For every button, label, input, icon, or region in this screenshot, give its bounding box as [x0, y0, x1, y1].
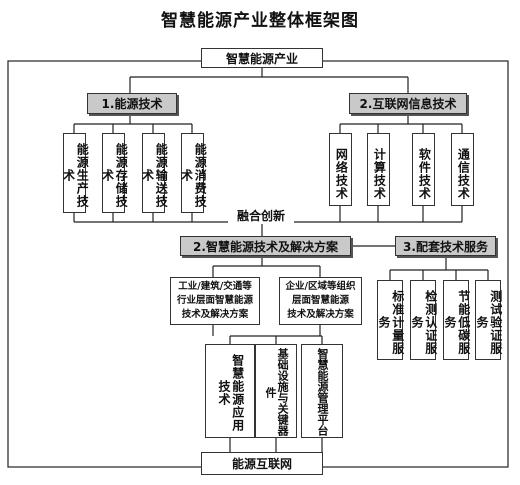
section-energy-tech-label: 1.能源技术	[101, 97, 163, 111]
service-item: 标准计量服务	[377, 280, 405, 360]
smart-energy-item: 智慧能源管理平台	[301, 344, 343, 438]
energy-tech-item: 能源输送技术	[140, 133, 169, 213]
top-node-label: 智慧能源产业	[225, 51, 298, 66]
internet-tech-item: 软件技术	[412, 133, 435, 206]
internet-tech-item: 计算技术	[367, 133, 390, 206]
bottom-node-label: 能源互联网	[231, 457, 292, 471]
organization-solution-box: 企业/区域等组织 层面智慧能源 技术及解决方案	[279, 277, 362, 325]
industry-solution-box: 工业/建筑/交通等 行业层面智慧能源 技术及解决方案	[170, 277, 260, 325]
industry-solution-line: 工业/建筑/交通等	[178, 281, 252, 293]
energy-tech-item-label: 能源存储技术	[100, 142, 129, 208]
service-item: 检测认证服务	[410, 280, 438, 360]
top-node: 智慧能源产业	[201, 48, 323, 68]
service-item-label: 检测认证服务	[410, 289, 438, 355]
smart-energy-item: 基础设施与关键器件	[255, 344, 297, 438]
energy-tech-item-label: 能源生产技术	[61, 142, 90, 208]
energy-tech-item-label: 能源输送技术	[140, 142, 169, 208]
energy-tech-item: 能源存储技术	[100, 133, 129, 213]
energy-tech-item: 能源消费技术	[179, 133, 208, 213]
smart-energy-item-label: 智慧能源管理平台	[314, 345, 330, 436]
energy-tech-item: 能源生产技术	[61, 133, 90, 213]
smart-energy-item-text: 基础设施与关键器件	[264, 348, 290, 436]
service-item-label: 节能低碳服务	[443, 289, 471, 355]
section-internet-tech-label: 2.互联网信息技术	[359, 97, 457, 111]
bottom-node: 能源互联网	[201, 452, 323, 475]
internet-tech-item-label: 通信技术	[456, 148, 471, 200]
industry-solution-line: 行业层面智慧能源	[176, 295, 253, 307]
service-item: 测试验证服务	[475, 280, 503, 360]
internet-tech-item-label: 网络技术	[334, 148, 349, 200]
section-smart-energy-solutions: 2.智慧能源技术及解决方案	[180, 236, 351, 256]
service-item: 节能低碳服务	[443, 280, 471, 360]
industry-solution-line: 技术及解决方案	[181, 308, 249, 320]
fusion-label: 融合创新	[228, 207, 294, 224]
internet-tech-item-label: 计算技术	[372, 148, 387, 200]
smart-energy-item-label: 基础设施与关键器件	[262, 345, 290, 436]
smart-energy-item-label: 智慧能源应用技术	[217, 354, 245, 432]
section-supporting-services-label: 3.配套技术服务	[403, 239, 488, 254]
section-supporting-services: 3.配套技术服务	[395, 236, 496, 256]
section-smart-energy-solutions-label: 2.智慧能源技术及解决方案	[193, 239, 338, 254]
section-internet-tech: 2.互联网信息技术	[349, 93, 467, 114]
energy-tech-item-label: 能源消费技术	[179, 142, 208, 208]
internet-tech-item: 网络技术	[329, 133, 352, 206]
smart-energy-item: 智慧能源应用技术	[205, 344, 255, 438]
internet-tech-item-label: 软件技术	[417, 148, 432, 200]
service-item-label: 测试验证服务	[475, 289, 503, 355]
section-energy-tech: 1.能源技术	[87, 93, 177, 114]
organization-solution-line: 层面智慧能源	[291, 295, 349, 307]
organization-solution-line: 企业/区域等组织	[285, 281, 356, 293]
internet-tech-item: 通信技术	[451, 133, 474, 206]
service-item-label: 标准计量服务	[377, 289, 405, 355]
organization-solution-line: 技术及解决方案	[287, 308, 354, 320]
smart-energy-item-text: 智慧能源管理平台	[316, 348, 330, 436]
diagram-title: 智慧能源产业整体框架图	[161, 11, 359, 31]
